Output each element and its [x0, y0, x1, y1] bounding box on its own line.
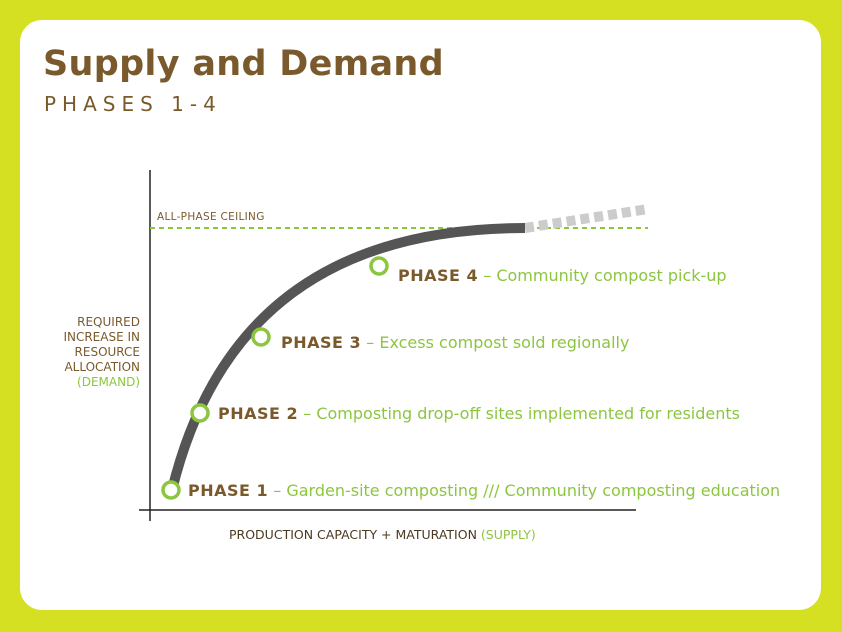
- phase-name: PHASE 3: [281, 333, 362, 352]
- phase-3-label: PHASE 3 – Excess compost sold regionally: [281, 333, 629, 353]
- x-axis-label-text: PRODUCTION CAPACITY + MATURATION: [229, 527, 477, 542]
- card-panel: [20, 20, 821, 610]
- y-axis-label-line: INCREASE IN: [63, 330, 140, 344]
- phase-description: – Community compost pick-up: [483, 266, 727, 285]
- y-axis-label-line: REQUIRED: [77, 315, 140, 329]
- phase-3-marker: [251, 327, 271, 347]
- phase-2-marker: [190, 403, 210, 423]
- ceiling-label: ALL-PHASE CEILING: [157, 211, 265, 223]
- phase-4-marker: [369, 256, 389, 276]
- y-axis-label-line: ALLOCATION: [64, 360, 140, 374]
- curve-extension: [524, 204, 649, 233]
- x-axis-label: PRODUCTION CAPACITY + MATURATION (SUPPLY…: [229, 527, 536, 542]
- y-axis-label-note: (DEMAND): [77, 375, 140, 389]
- page-subtitle: PHASES 1-4: [44, 92, 222, 116]
- phase-name: PHASE 4: [398, 266, 479, 285]
- phase-4-label: PHASE 4 – Community compost pick-up: [398, 266, 727, 286]
- phase-description: – Garden-site composting /// Community c…: [273, 481, 781, 500]
- phase-name: PHASE 1: [188, 481, 269, 500]
- supply-demand-curve: [167, 223, 526, 492]
- y-axis-label: REQUIRED INCREASE IN RESOURCE ALLOCATION…: [40, 315, 140, 390]
- y-axis-label-line: RESOURCE: [74, 345, 140, 359]
- page-title: Supply and Demand: [43, 44, 444, 84]
- phase-description: – Composting drop-off sites implemented …: [303, 404, 740, 423]
- x-axis-label-note: (SUPPLY): [480, 527, 536, 542]
- phase-description: – Excess compost sold regionally: [366, 333, 630, 352]
- phase-2-label: PHASE 2 – Composting drop-off sites impl…: [218, 404, 740, 424]
- phase-1-marker: [161, 480, 181, 500]
- phase-1-label: PHASE 1 – Garden-site composting /// Com…: [188, 481, 780, 501]
- phase-name: PHASE 2: [218, 404, 299, 423]
